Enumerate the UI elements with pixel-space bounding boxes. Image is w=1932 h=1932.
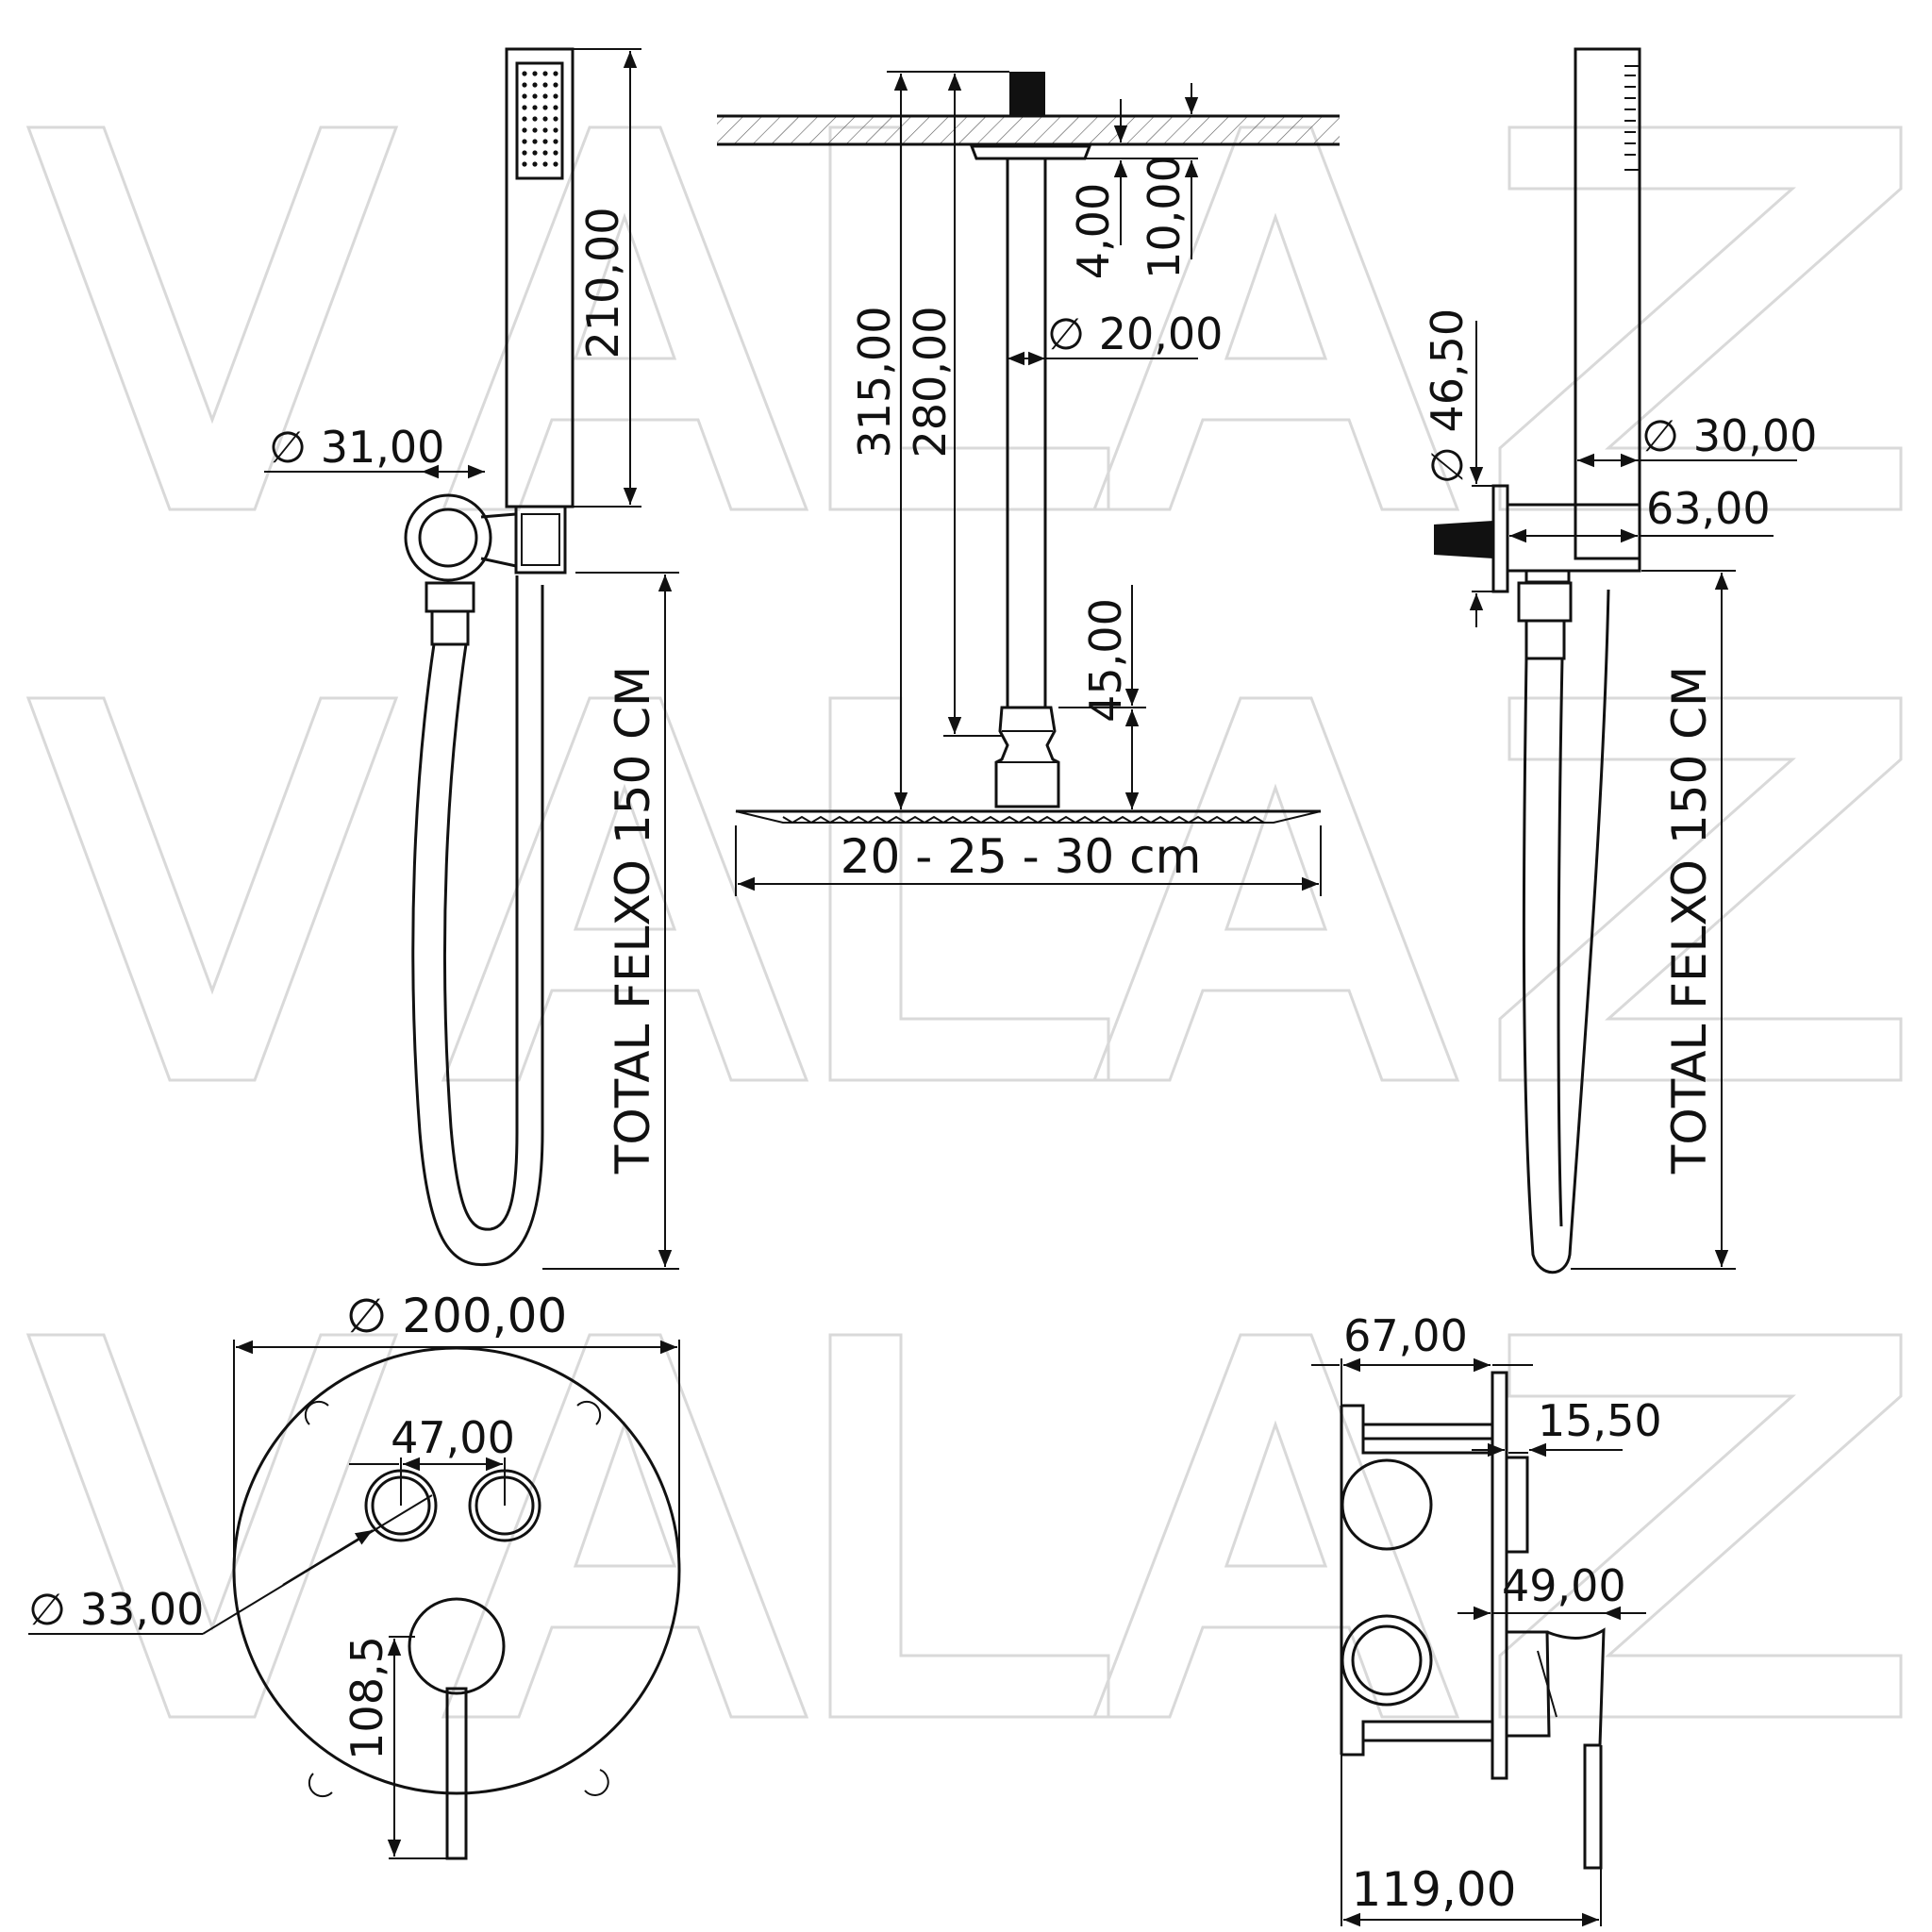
dim-ceiling-thread: 10,00 <box>1139 155 1190 279</box>
dim-outlet-diameter: ∅ 46,50 <box>1422 308 1473 484</box>
dim-body-depth: 67,00 <box>1343 1310 1468 1361</box>
spray-nozzle-side <box>1624 75 1636 156</box>
dim-handle-length: 210,00 <box>577 208 628 359</box>
watermark-valaz <box>25 125 1903 1719</box>
dim-plate-diameter: ∅ 200,00 <box>346 1289 567 1343</box>
dim-total-depth: 119,00 <box>1352 1862 1517 1917</box>
hand-shower-front-view: 210,00 ∅ 31,00 TOTAL FELXO 150 CM <box>264 47 679 1270</box>
dim-total-height: 315,00 <box>849 307 900 458</box>
dim-handle-diameter: ∅ 30,00 <box>1641 410 1817 461</box>
dim-holder-diameter: ∅ 31,00 <box>269 422 444 473</box>
dim-arm-length: 280,00 <box>905 307 956 458</box>
mixer-front-view: ∅ 200,00 47,00 ∅ 33,00 108,5 <box>28 1289 681 1860</box>
mixer-side-view: 67,00 15,50 49,00 119,00 <box>1311 1310 1662 1927</box>
dim-arm-diameter: ∅ 20,00 <box>1047 308 1223 359</box>
dim-button-diameter: ∅ 33,00 <box>28 1584 204 1635</box>
dim-outlet-depth: 63,00 <box>1646 483 1771 534</box>
dim-ceiling-plate: 4,00 <box>1068 183 1119 279</box>
spray-nozzle-grid <box>522 71 558 167</box>
dim-button-projection: 15,50 <box>1538 1395 1662 1446</box>
hand-shower-side-view: ∅ 46,50 ∅ 30,00 63,00 TOTAL FELXO 150 CM <box>1422 47 1817 1274</box>
dim-connector-height: 45,00 <box>1080 598 1131 723</box>
dim-lever-projection: 49,00 <box>1502 1560 1626 1611</box>
dim-hose-total-left: TOTAL FELXO 150 CM <box>606 666 660 1174</box>
dim-hose-total-right: TOTAL FELXO 150 CM <box>1662 666 1717 1174</box>
dim-lever-length: 108,5 <box>341 1636 392 1760</box>
overhead-shower-view: 315,00 280,00 ∅ 20,00 4,00 10,00 45,00 2… <box>717 71 1340 896</box>
dim-button-spacing: 47,00 <box>391 1412 515 1463</box>
dim-head-sizes: 20 - 25 - 30 cm <box>841 829 1202 884</box>
